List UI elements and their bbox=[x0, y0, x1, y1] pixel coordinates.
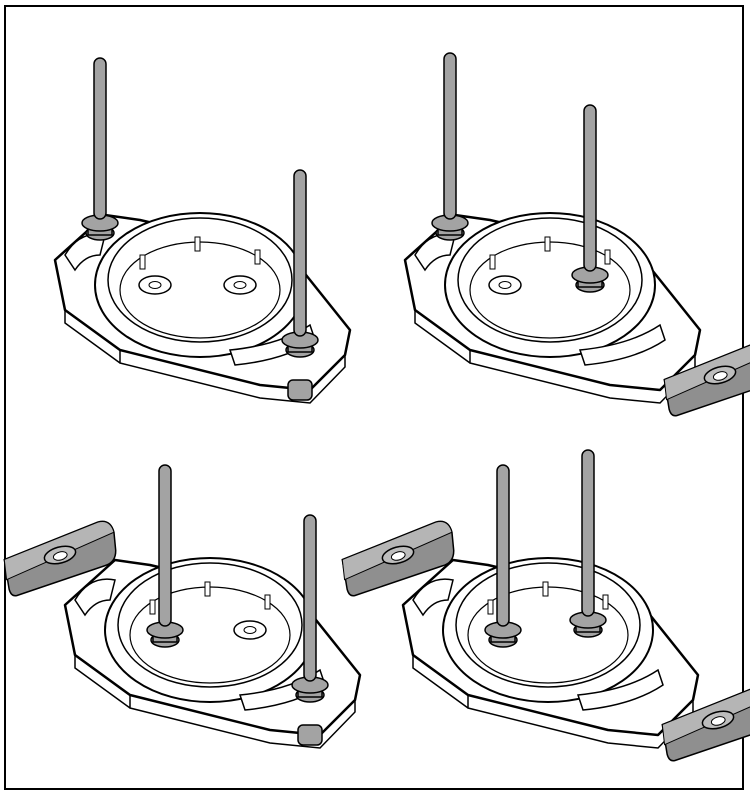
pin bbox=[569, 449, 607, 638]
pad bbox=[341, 520, 455, 597]
base-right-rail bbox=[576, 668, 664, 711]
pin-bottom-stub bbox=[297, 724, 323, 746]
base-hole-inner bbox=[243, 626, 257, 634]
base-slot bbox=[264, 594, 271, 610]
base-plate-edge bbox=[74, 654, 356, 749]
base-left-tab bbox=[64, 233, 106, 272]
panel-top-left bbox=[53, 57, 352, 404]
pin bbox=[484, 464, 522, 648]
base-hole-inner bbox=[148, 281, 162, 289]
base-slot bbox=[602, 594, 609, 610]
base-hole-inner bbox=[233, 281, 247, 289]
pin bbox=[431, 52, 469, 241]
pad-hole-inner bbox=[712, 371, 728, 381]
pad-hole-inner bbox=[710, 716, 726, 726]
pad bbox=[3, 520, 117, 597]
base-hole-inner bbox=[498, 281, 512, 289]
base-slot bbox=[604, 249, 611, 265]
base-left-tab bbox=[414, 233, 456, 272]
base-right-rail bbox=[578, 323, 666, 366]
base-slot bbox=[194, 236, 201, 252]
pad bbox=[661, 685, 750, 762]
base-slot bbox=[254, 249, 261, 265]
base-slot bbox=[544, 236, 551, 252]
pin-shaft bbox=[583, 104, 597, 272]
base-slot bbox=[542, 581, 549, 597]
pin bbox=[146, 464, 184, 648]
pin bbox=[81, 57, 119, 241]
panel-bottom-left bbox=[3, 464, 362, 749]
pin-shaft bbox=[93, 57, 107, 220]
pin-bottom-stub bbox=[287, 379, 313, 401]
base-slot bbox=[149, 599, 156, 615]
pin bbox=[571, 104, 609, 293]
panel-bottom-right bbox=[341, 449, 750, 762]
pin bbox=[281, 169, 319, 358]
pad-hole-inner bbox=[52, 551, 68, 561]
pad bbox=[663, 340, 750, 417]
pin-shaft bbox=[293, 169, 307, 337]
base-plate-edge bbox=[64, 309, 346, 404]
pin-shaft bbox=[496, 464, 510, 627]
base-slot bbox=[487, 599, 494, 615]
base-slot bbox=[139, 254, 146, 270]
pin bbox=[291, 514, 329, 703]
pin-shaft bbox=[303, 514, 317, 682]
base-slot bbox=[489, 254, 496, 270]
panel-top-right bbox=[403, 52, 750, 417]
base-slot bbox=[204, 581, 211, 597]
pin-shaft bbox=[581, 449, 595, 617]
pad-hole-inner bbox=[390, 551, 406, 561]
pin-shaft bbox=[443, 52, 457, 220]
pin-shaft bbox=[158, 464, 172, 627]
base-left-tab bbox=[412, 578, 454, 617]
base-left-tab bbox=[74, 578, 116, 617]
